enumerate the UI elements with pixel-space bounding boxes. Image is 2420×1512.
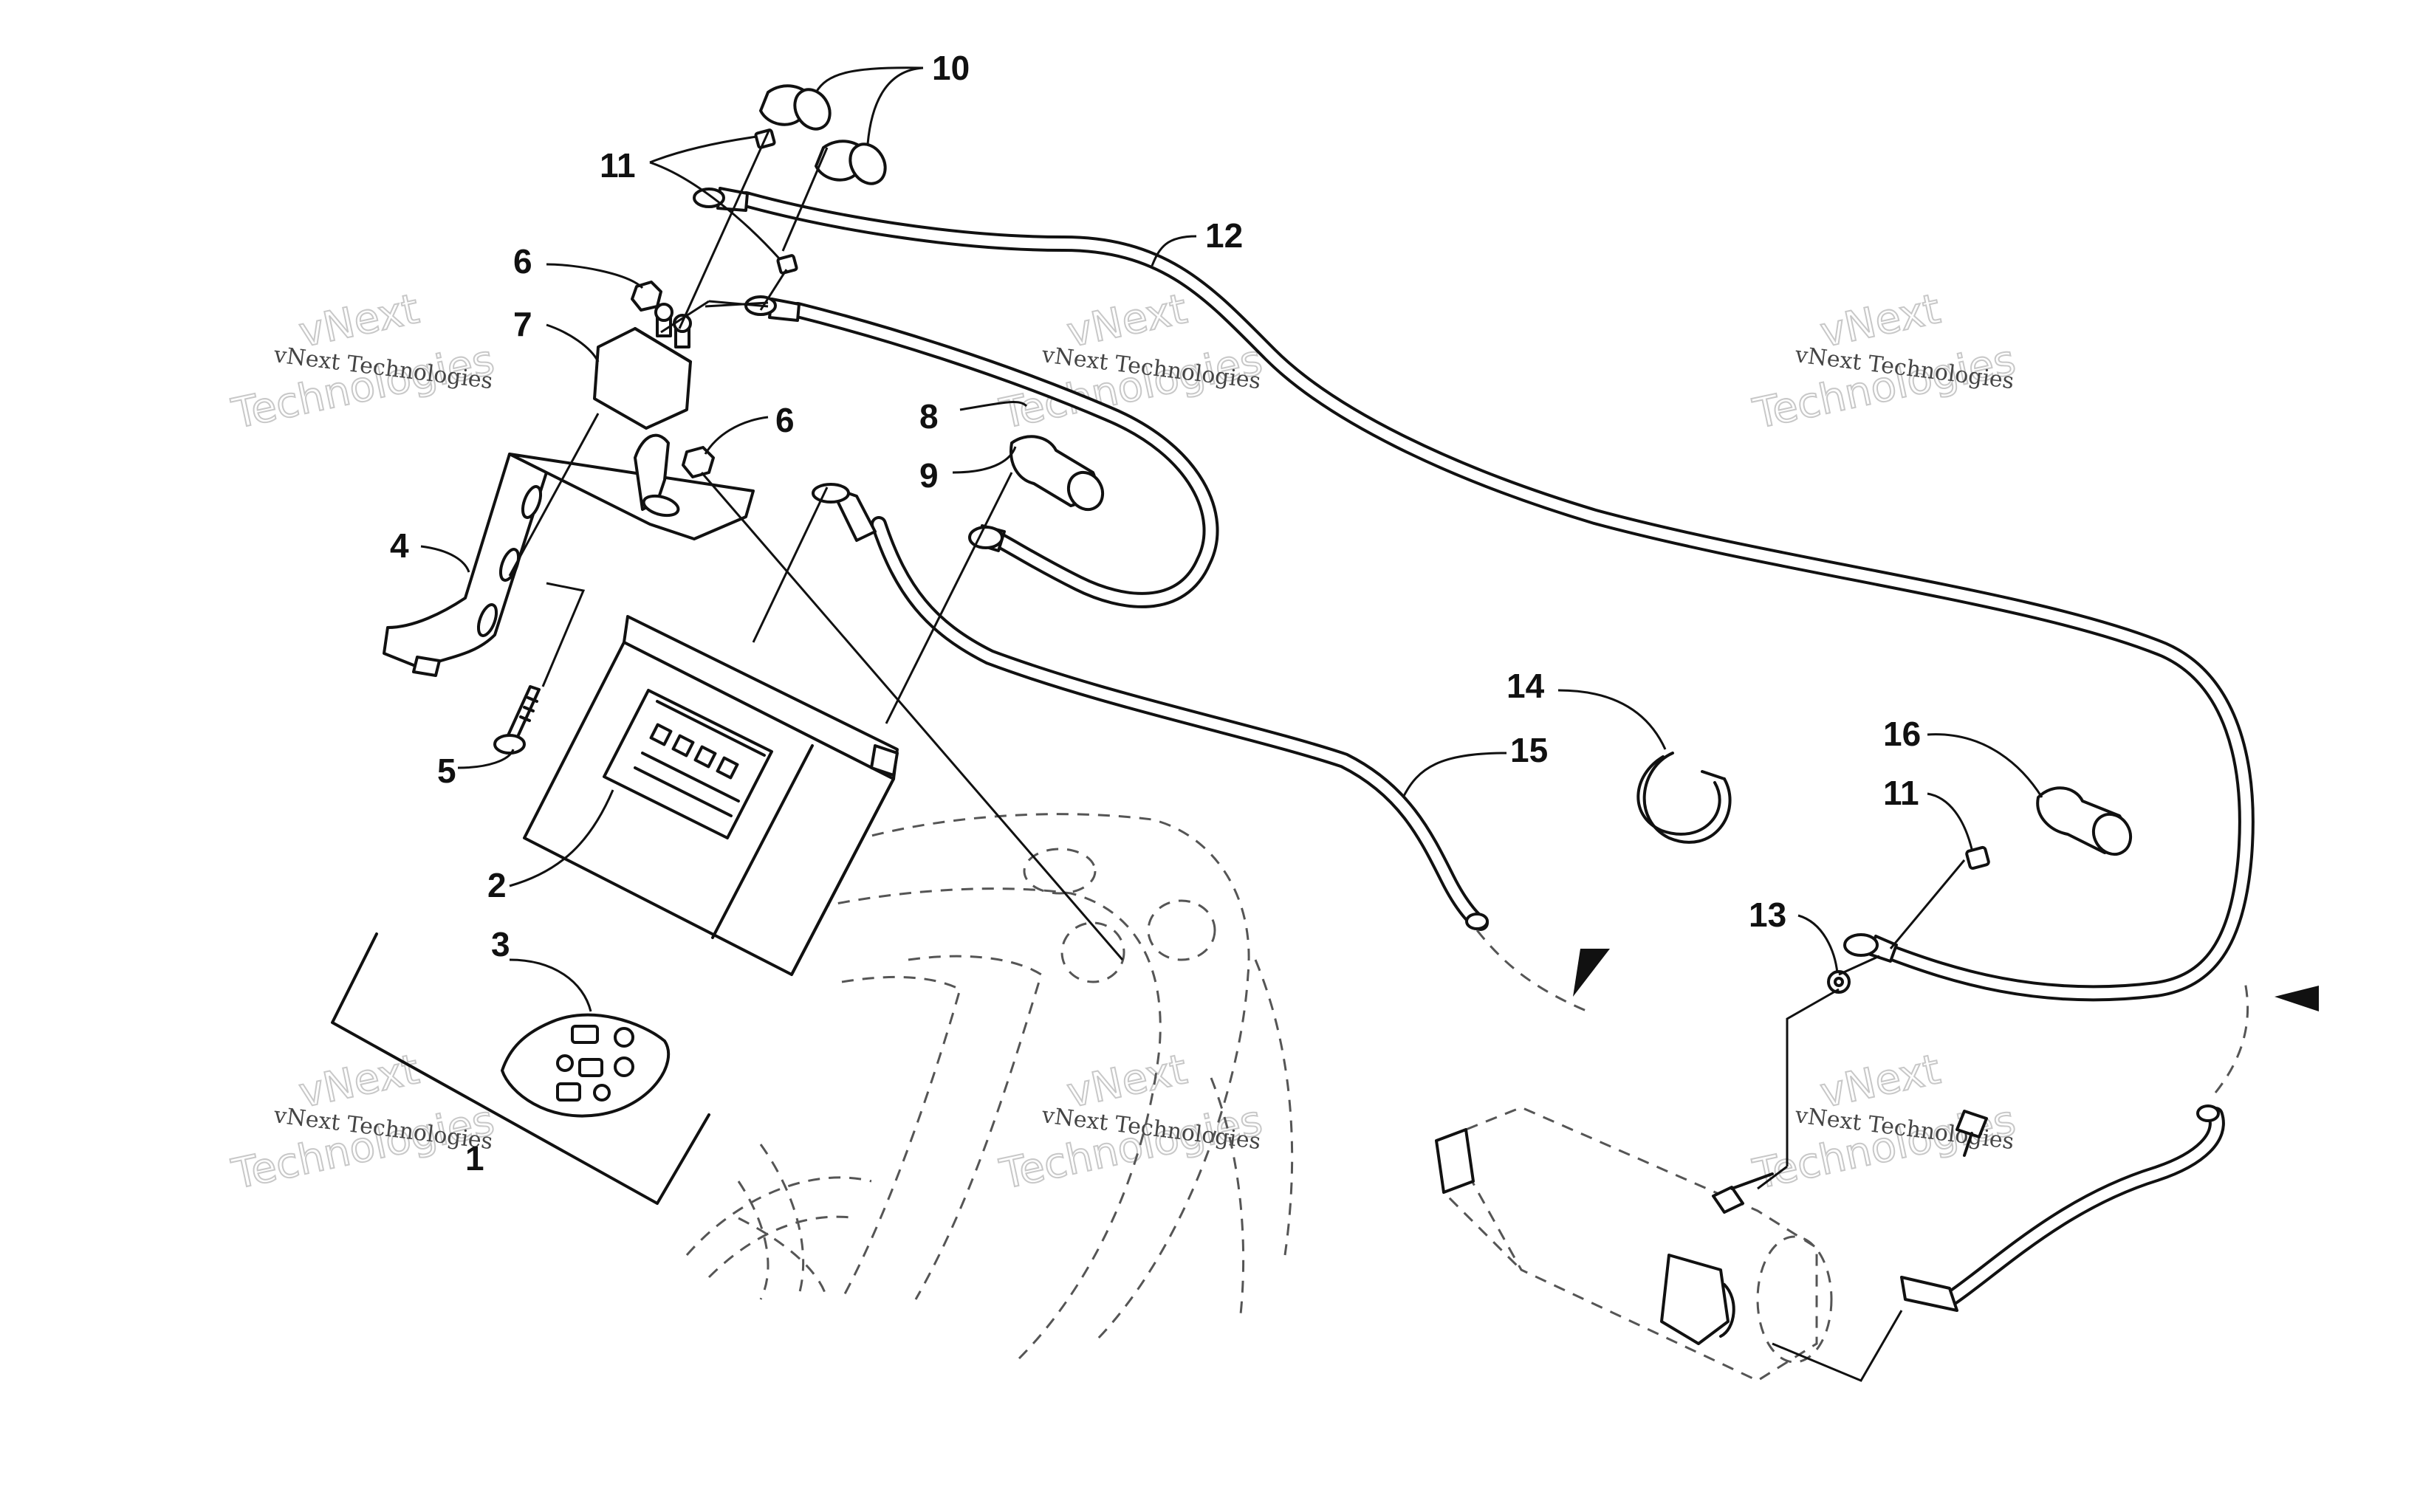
callout-11-right: 11 — [1883, 774, 1919, 812]
callout-7: 7 — [513, 305, 532, 343]
callout-1: 1 — [465, 1139, 484, 1178]
watermark-top-right: vNext Technologies vNext Technologies — [1748, 284, 2020, 439]
callout-labels: 1 2 3 4 5 6 6 7 8 9 10 11 11 12 13 14 15… — [390, 49, 1921, 1178]
cable-15 — [812, 483, 1588, 1013]
boot-10-lower — [815, 140, 887, 185]
cable-12 — [693, 187, 2255, 1002]
leader-lines — [420, 66, 2043, 1382]
star-washer-13 — [1827, 970, 1851, 994]
starter-motor — [1435, 1106, 1833, 1382]
connection-arrow-left — [1573, 949, 1610, 997]
boot-10-upper — [759, 84, 832, 131]
bolt — [493, 685, 541, 755]
battery — [523, 615, 899, 976]
hardware-kit — [331, 932, 710, 1205]
ground-bolt — [1955, 1110, 1988, 1157]
nut-11-right — [1965, 845, 1990, 870]
callout-6-lower: 6 — [775, 401, 795, 439]
callout-12: 12 — [1205, 216, 1243, 255]
ground-cable — [1900, 981, 2249, 1312]
callout-8: 8 — [919, 397, 939, 436]
callout-16: 16 — [1883, 715, 1921, 753]
nut-11-middle — [776, 254, 798, 275]
callout-14: 14 — [1506, 667, 1545, 705]
callout-15: 15 — [1510, 731, 1548, 769]
boot-16 — [2036, 786, 2133, 856]
cable-8 — [744, 295, 1219, 608]
callout-6-upper: 6 — [513, 242, 532, 281]
boot-9 — [1010, 435, 1105, 512]
solenoid — [593, 303, 692, 430]
clamp-14 — [1636, 752, 1732, 844]
callout-2: 2 — [487, 866, 507, 904]
callout-13: 13 — [1749, 896, 1786, 934]
nut-6-lower — [682, 446, 715, 478]
hold-down-bracket — [383, 433, 755, 677]
callout-11-upper: 11 — [600, 146, 636, 185]
connection-arrow-right — [2275, 986, 2319, 1011]
watermark-bottom-left: vNext Technologies vNext Technologies — [227, 1045, 498, 1200]
nut-6-upper — [631, 281, 662, 312]
callout-5: 5 — [437, 752, 456, 790]
phantom-frame — [685, 813, 1294, 1360]
callout-4: 4 — [390, 526, 409, 565]
callout-10: 10 — [932, 49, 970, 87]
watermark-top-left: vNext Technologies vNext Technologies — [227, 284, 498, 439]
callout-3: 3 — [491, 925, 510, 963]
callout-9: 9 — [919, 456, 939, 495]
